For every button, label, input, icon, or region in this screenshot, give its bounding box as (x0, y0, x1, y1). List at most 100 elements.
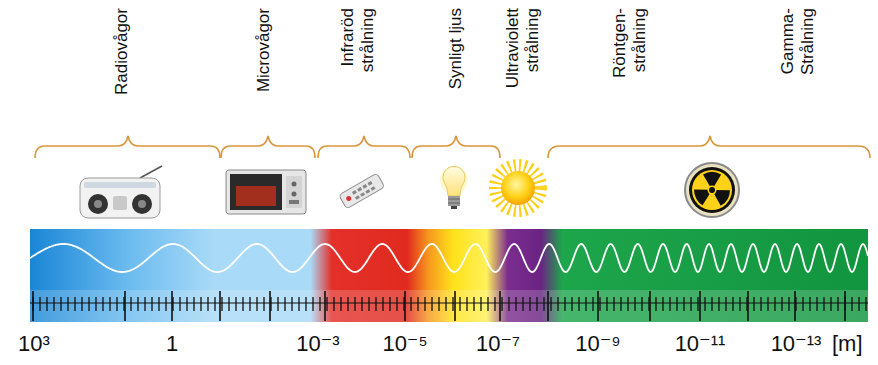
minor-tick (354, 297, 355, 311)
minor-tick (753, 297, 754, 311)
minor-tick (487, 297, 488, 311)
minor-tick (809, 297, 810, 311)
minor-tick (767, 297, 768, 311)
major-tick (269, 291, 271, 321)
minor-tick (550, 297, 551, 311)
minor-tick (242, 297, 243, 311)
minor-tick (158, 297, 159, 311)
major-tick (454, 291, 456, 321)
minor-tick (571, 297, 572, 311)
radio-icon (80, 166, 162, 218)
minor-tick (193, 297, 194, 311)
axis-value: 10⁻⁹ (575, 333, 621, 355)
minor-tick (235, 297, 236, 311)
minor-tick (536, 297, 537, 311)
light-bulb-icon (440, 166, 468, 209)
major-tick (32, 291, 34, 321)
minor-tick (60, 297, 61, 311)
minor-tick (179, 297, 180, 311)
axis-value: 10⁻⁵ (382, 333, 427, 355)
minor-tick (116, 297, 117, 311)
minor-tick (151, 297, 152, 311)
minor-tick (312, 297, 313, 311)
minor-tick (690, 297, 691, 311)
minor-tick (725, 297, 726, 311)
major-tick (649, 291, 651, 321)
minor-tick (305, 297, 306, 311)
minor-tick (508, 297, 509, 311)
minor-tick (431, 297, 432, 311)
minor-tick (396, 297, 397, 311)
major-tick (794, 291, 796, 321)
minor-tick (144, 297, 145, 311)
minor-tick (732, 297, 733, 311)
major-tick (499, 291, 501, 321)
axis-value: 10⁻¹³ (771, 333, 822, 355)
axis-value: [m] (832, 333, 863, 355)
minor-tick (298, 297, 299, 311)
axis-value: 10³ (18, 333, 50, 355)
minor-tick (760, 297, 761, 311)
minor-tick (67, 297, 68, 311)
minor-tick (382, 297, 383, 311)
minor-tick (774, 297, 775, 311)
axis-value: 10⁻¹¹ (675, 333, 726, 355)
minor-tick (564, 297, 565, 311)
minor-tick (683, 297, 684, 311)
minor-tick (837, 297, 838, 311)
minor-tick (319, 297, 320, 311)
minor-tick (39, 297, 40, 311)
minor-tick (389, 297, 390, 311)
minor-tick (410, 297, 411, 311)
minor-tick (620, 297, 621, 311)
axis-value: 10⁻⁷ (476, 333, 520, 355)
minor-tick (368, 297, 369, 311)
major-tick (219, 291, 221, 321)
minor-tick (102, 297, 103, 311)
minor-tick (655, 297, 656, 311)
minor-tick (200, 297, 201, 311)
minor-tick (249, 297, 250, 311)
minor-tick (501, 297, 502, 311)
minor-tick (697, 297, 698, 311)
band-name: Ultraviolett strålning (503, 8, 542, 108)
minor-tick (578, 297, 579, 311)
minor-tick (263, 297, 264, 311)
minor-tick (718, 297, 719, 311)
minor-tick (165, 297, 166, 311)
minor-tick (522, 297, 523, 311)
minor-tick (557, 297, 558, 311)
minor-tick (74, 297, 75, 311)
band-name: Radiovågor (112, 8, 132, 128)
spectrum-band (30, 229, 868, 322)
band-name: Microvågor (254, 8, 274, 113)
minor-tick (375, 297, 376, 311)
minor-tick (711, 297, 712, 311)
minor-tick (186, 297, 187, 311)
minor-tick (340, 297, 341, 311)
microwave-icon (226, 170, 306, 214)
minor-tick (207, 297, 208, 311)
minor-tick (494, 297, 495, 311)
major-tick (699, 291, 701, 321)
minor-tick (228, 297, 229, 311)
major-tick (124, 291, 126, 321)
minor-tick (669, 297, 670, 311)
minor-tick (599, 297, 600, 311)
ruler-ticks (33, 291, 866, 321)
axis-value: 1 (166, 333, 178, 355)
range-brackets (35, 136, 870, 158)
minor-tick (333, 297, 334, 311)
minor-tick (81, 297, 82, 311)
minor-tick (865, 297, 866, 311)
band-name: Röntgen- strålning (610, 8, 649, 96)
wave-line (30, 244, 868, 272)
minor-tick (361, 297, 362, 311)
minor-tick (858, 297, 859, 311)
band-name: Infraröd strålning (338, 8, 377, 100)
minor-tick (417, 297, 418, 311)
minor-tick (445, 297, 446, 311)
remote-icon (339, 173, 385, 209)
minor-tick (473, 297, 474, 311)
minor-tick (739, 297, 740, 311)
